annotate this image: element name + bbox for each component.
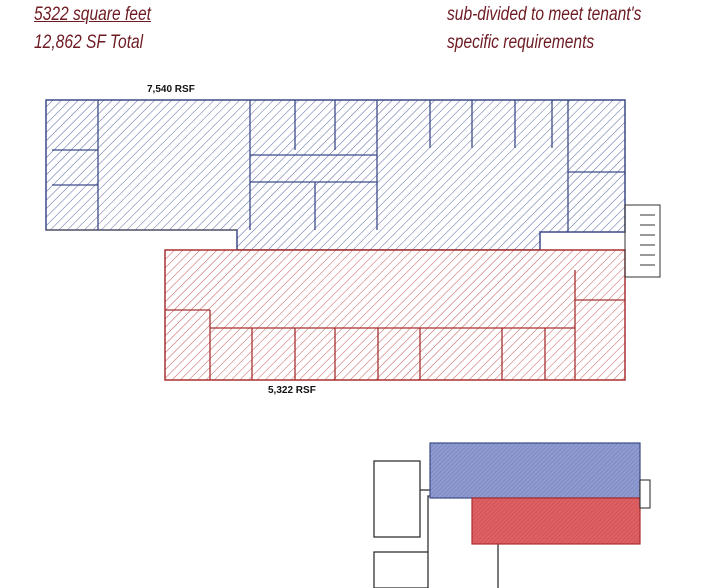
upper-suite-area-label: 7,540 RSF [147,84,195,95]
stair-core [624,204,661,278]
lower-suite [164,249,626,381]
subdivide-note-line2: specific requirements [447,32,595,53]
subdivide-note-line1: sub-divided to meet tenant's [447,4,642,25]
key-map-upper-suite [429,442,641,499]
key-map [373,442,651,588]
suite-area-note: 5322 square feet [34,4,151,25]
key-map-lower-suite [471,497,641,545]
total-area-note: 12,862 SF Total [34,32,144,53]
upper-suite [45,99,626,251]
lower-suite-area-label: 5,322 RSF [268,385,316,396]
